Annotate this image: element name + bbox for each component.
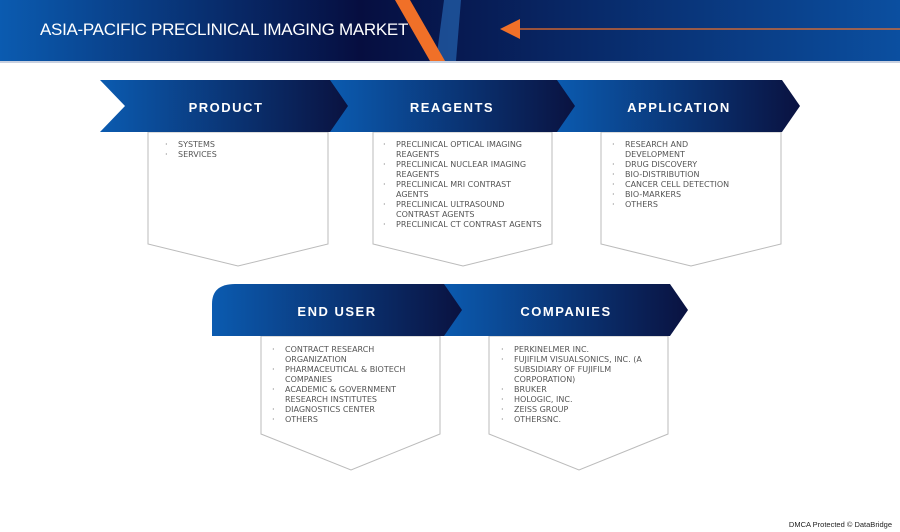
- list-item: HOLOGIC, INC.: [501, 395, 661, 405]
- list-item: DIAGNOSTICS CENTER: [272, 405, 432, 415]
- list-item: CONTRACT RESEARCH ORGANIZATION: [272, 345, 432, 365]
- list-item: PRECLINICAL NUCLEAR IMAGING REAGENTS: [383, 160, 543, 180]
- list-item: FUJIFILM VISUALSONICS, INC. (A SUBSIDIAR…: [501, 355, 661, 385]
- header-banner: [0, 0, 900, 63]
- list-item: PRECLINICAL CT CONTRAST AGENTS: [383, 220, 543, 230]
- arrow-left-icon: [500, 19, 520, 39]
- list-item: SYSTEMS: [165, 140, 315, 150]
- page-title: ASIA-PACIFIC PRECLINICAL IMAGING MARKET: [40, 20, 409, 39]
- product-list: SYSTEMS SERVICES: [165, 140, 315, 160]
- end-user-list: CONTRACT RESEARCH ORGANIZATION PHARMACEU…: [272, 345, 432, 425]
- end-user-chevron: [212, 284, 462, 336]
- list-item: OTHERSNC.: [501, 415, 661, 425]
- list-item: DRUG DISCOVERY: [612, 160, 742, 170]
- list-item: PHARMACEUTICAL & BIOTECH COMPANIES: [272, 365, 432, 385]
- reagents-label: REAGENTS: [409, 100, 495, 115]
- product-label: PRODUCT: [188, 100, 264, 115]
- product-chevron: [100, 80, 348, 132]
- list-item: CANCER CELL DETECTION: [612, 180, 742, 190]
- list-item: RESEARCH AND DEVELOPMENT: [612, 140, 742, 160]
- companies-chevron: [442, 284, 688, 336]
- list-item: PRECLINICAL OPTICAL IMAGING REAGENTS: [383, 140, 543, 160]
- application-label: APPLICATION: [627, 100, 731, 115]
- list-item: BIO-MARKERS: [612, 190, 742, 200]
- list-item: SERVICES: [165, 150, 315, 160]
- list-item: OTHERS: [612, 200, 742, 210]
- dmca-footer[interactable]: DMCA Protected © DataBridge: [788, 520, 892, 529]
- list-item: PRECLINICAL ULTRASOUND CONTRAST AGENTS: [383, 200, 543, 220]
- list-item: PRECLINICAL MRI CONTRAST AGENTS: [383, 180, 543, 200]
- list-item: OTHERS: [272, 415, 432, 425]
- reagents-list: PRECLINICAL OPTICAL IMAGING REAGENTS PRE…: [383, 140, 543, 230]
- list-item: ACADEMIC & GOVERNMENT RESEARCH INSTITUTE…: [272, 385, 432, 405]
- companies-label: COMPANIES: [520, 304, 612, 319]
- companies-list: PERKINELMER INC. FUJIFILM VISUALSONICS, …: [501, 345, 661, 425]
- orange-stripe: [395, 0, 445, 61]
- application-chevron: [555, 80, 800, 132]
- list-item: BRUKER: [501, 385, 661, 395]
- application-list: RESEARCH AND DEVELOPMENT DRUG DISCOVERY …: [612, 140, 742, 210]
- end-user-label: END USER: [297, 304, 377, 319]
- list-item: BIO-DISTRIBUTION: [612, 170, 742, 180]
- list-item: PERKINELMER INC.: [501, 345, 661, 355]
- list-item: ZEISS GROUP: [501, 405, 661, 415]
- reagents-chevron: [330, 80, 575, 132]
